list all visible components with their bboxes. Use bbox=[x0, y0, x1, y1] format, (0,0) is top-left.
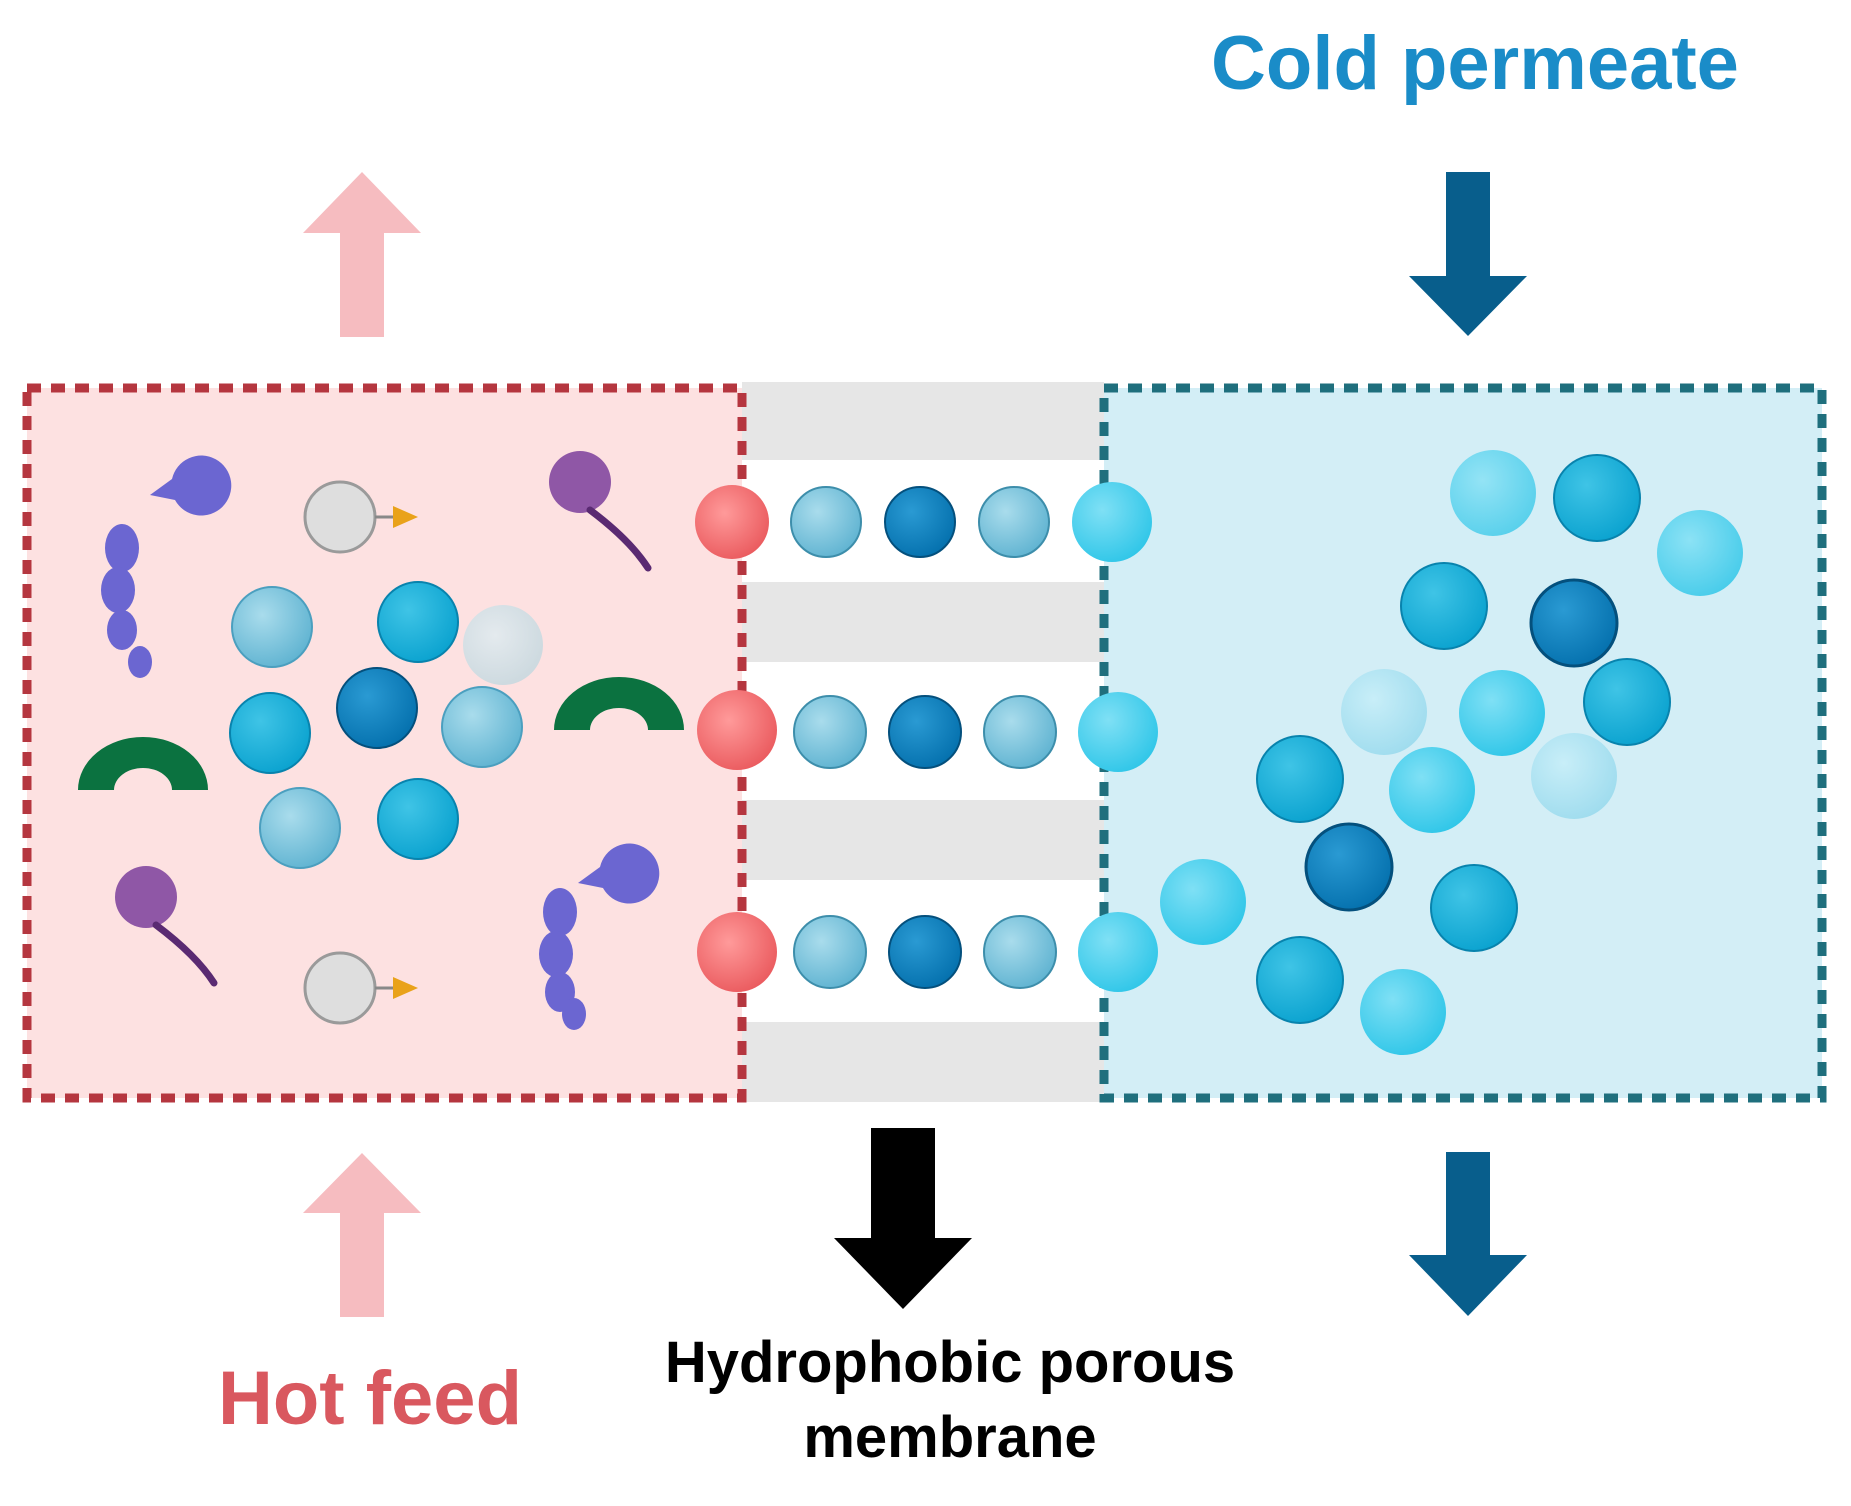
protein-chain-icon bbox=[101, 455, 232, 678]
water-molecule-icon bbox=[888, 695, 962, 769]
cold-inflow-arrow bbox=[1409, 172, 1527, 336]
membrane-label: Hydrophobic porous membrane bbox=[664, 1330, 1236, 1471]
vapor-molecule-icon bbox=[1657, 510, 1743, 596]
water-molecule-icon bbox=[888, 915, 962, 989]
vapor-molecule-icon bbox=[1341, 669, 1427, 755]
permeate-vapor-molecules bbox=[1160, 450, 1743, 1055]
vapor-molecule-icon bbox=[1256, 735, 1344, 823]
hot-meniscus-icon bbox=[697, 690, 777, 770]
hot-feed-label: Hot feed bbox=[218, 1356, 522, 1441]
vapor-molecule-icon bbox=[1430, 864, 1518, 952]
vapor-molecule-icon bbox=[1583, 658, 1671, 746]
hot-meniscus-icon bbox=[695, 485, 769, 559]
vapor-molecule-icon bbox=[1531, 733, 1617, 819]
protein-chain-icon bbox=[539, 843, 660, 1030]
vapor-molecule-icon bbox=[1459, 670, 1545, 756]
membrane-bar bbox=[742, 382, 1104, 460]
cold-meniscus-icon bbox=[1078, 912, 1158, 992]
green-arch-icon bbox=[554, 677, 684, 730]
membrane-bar bbox=[742, 800, 1104, 880]
membrane-bar bbox=[742, 1022, 1104, 1102]
membrane-bar bbox=[742, 582, 1104, 662]
water-molecule-icon bbox=[377, 778, 459, 860]
cold-meniscus-icon bbox=[1078, 692, 1158, 772]
vapor-molecule-icon bbox=[1450, 450, 1536, 536]
water-molecule-icon bbox=[793, 695, 867, 769]
vapor-molecule-icon bbox=[1400, 562, 1488, 650]
vapor-molecule-icon bbox=[1389, 747, 1475, 833]
vapor-molecule-icon bbox=[1160, 859, 1246, 945]
hot-inflow-arrow bbox=[303, 1153, 421, 1317]
purple-lipid-icon bbox=[115, 866, 218, 987]
pore-row-2 bbox=[697, 690, 1158, 772]
water-molecule-icon bbox=[231, 586, 313, 668]
hot-meniscus-icon bbox=[697, 912, 777, 992]
water-molecule-icon bbox=[983, 915, 1057, 989]
water-molecule-icon bbox=[790, 486, 862, 558]
cold-permeate-label: Cold permeate bbox=[1211, 21, 1739, 106]
cold-outflow-arrow bbox=[1409, 1152, 1527, 1316]
water-molecule-icon bbox=[259, 787, 341, 869]
water-molecule-icon bbox=[336, 667, 418, 749]
pore-row-3 bbox=[697, 912, 1158, 992]
water-molecule-icon bbox=[463, 605, 543, 685]
vapor-molecule-icon bbox=[1304, 822, 1394, 912]
vapor-molecule-icon bbox=[1553, 454, 1641, 542]
green-arch-icon bbox=[78, 737, 208, 790]
cold-meniscus-icon bbox=[1072, 482, 1152, 562]
hot-outflow-arrow bbox=[303, 172, 421, 337]
water-molecule-icon bbox=[441, 686, 523, 768]
feed-water-molecules bbox=[229, 581, 543, 869]
water-molecule-icon bbox=[983, 695, 1057, 769]
grey-particle-icon bbox=[303, 480, 418, 554]
purple-lipid-icon bbox=[549, 451, 652, 572]
membrane-arrow bbox=[834, 1128, 972, 1309]
water-molecule-icon bbox=[229, 692, 311, 774]
water-molecule-icon bbox=[884, 486, 956, 558]
water-molecule-icon bbox=[978, 486, 1050, 558]
vapor-molecule-icon bbox=[1529, 578, 1619, 668]
water-molecule-icon bbox=[377, 581, 459, 663]
grey-particle-icon bbox=[303, 951, 418, 1025]
vapor-molecule-icon bbox=[1256, 936, 1344, 1024]
vapor-molecule-icon bbox=[1360, 969, 1446, 1055]
water-molecule-icon bbox=[793, 915, 867, 989]
pore-row-1 bbox=[695, 482, 1152, 562]
